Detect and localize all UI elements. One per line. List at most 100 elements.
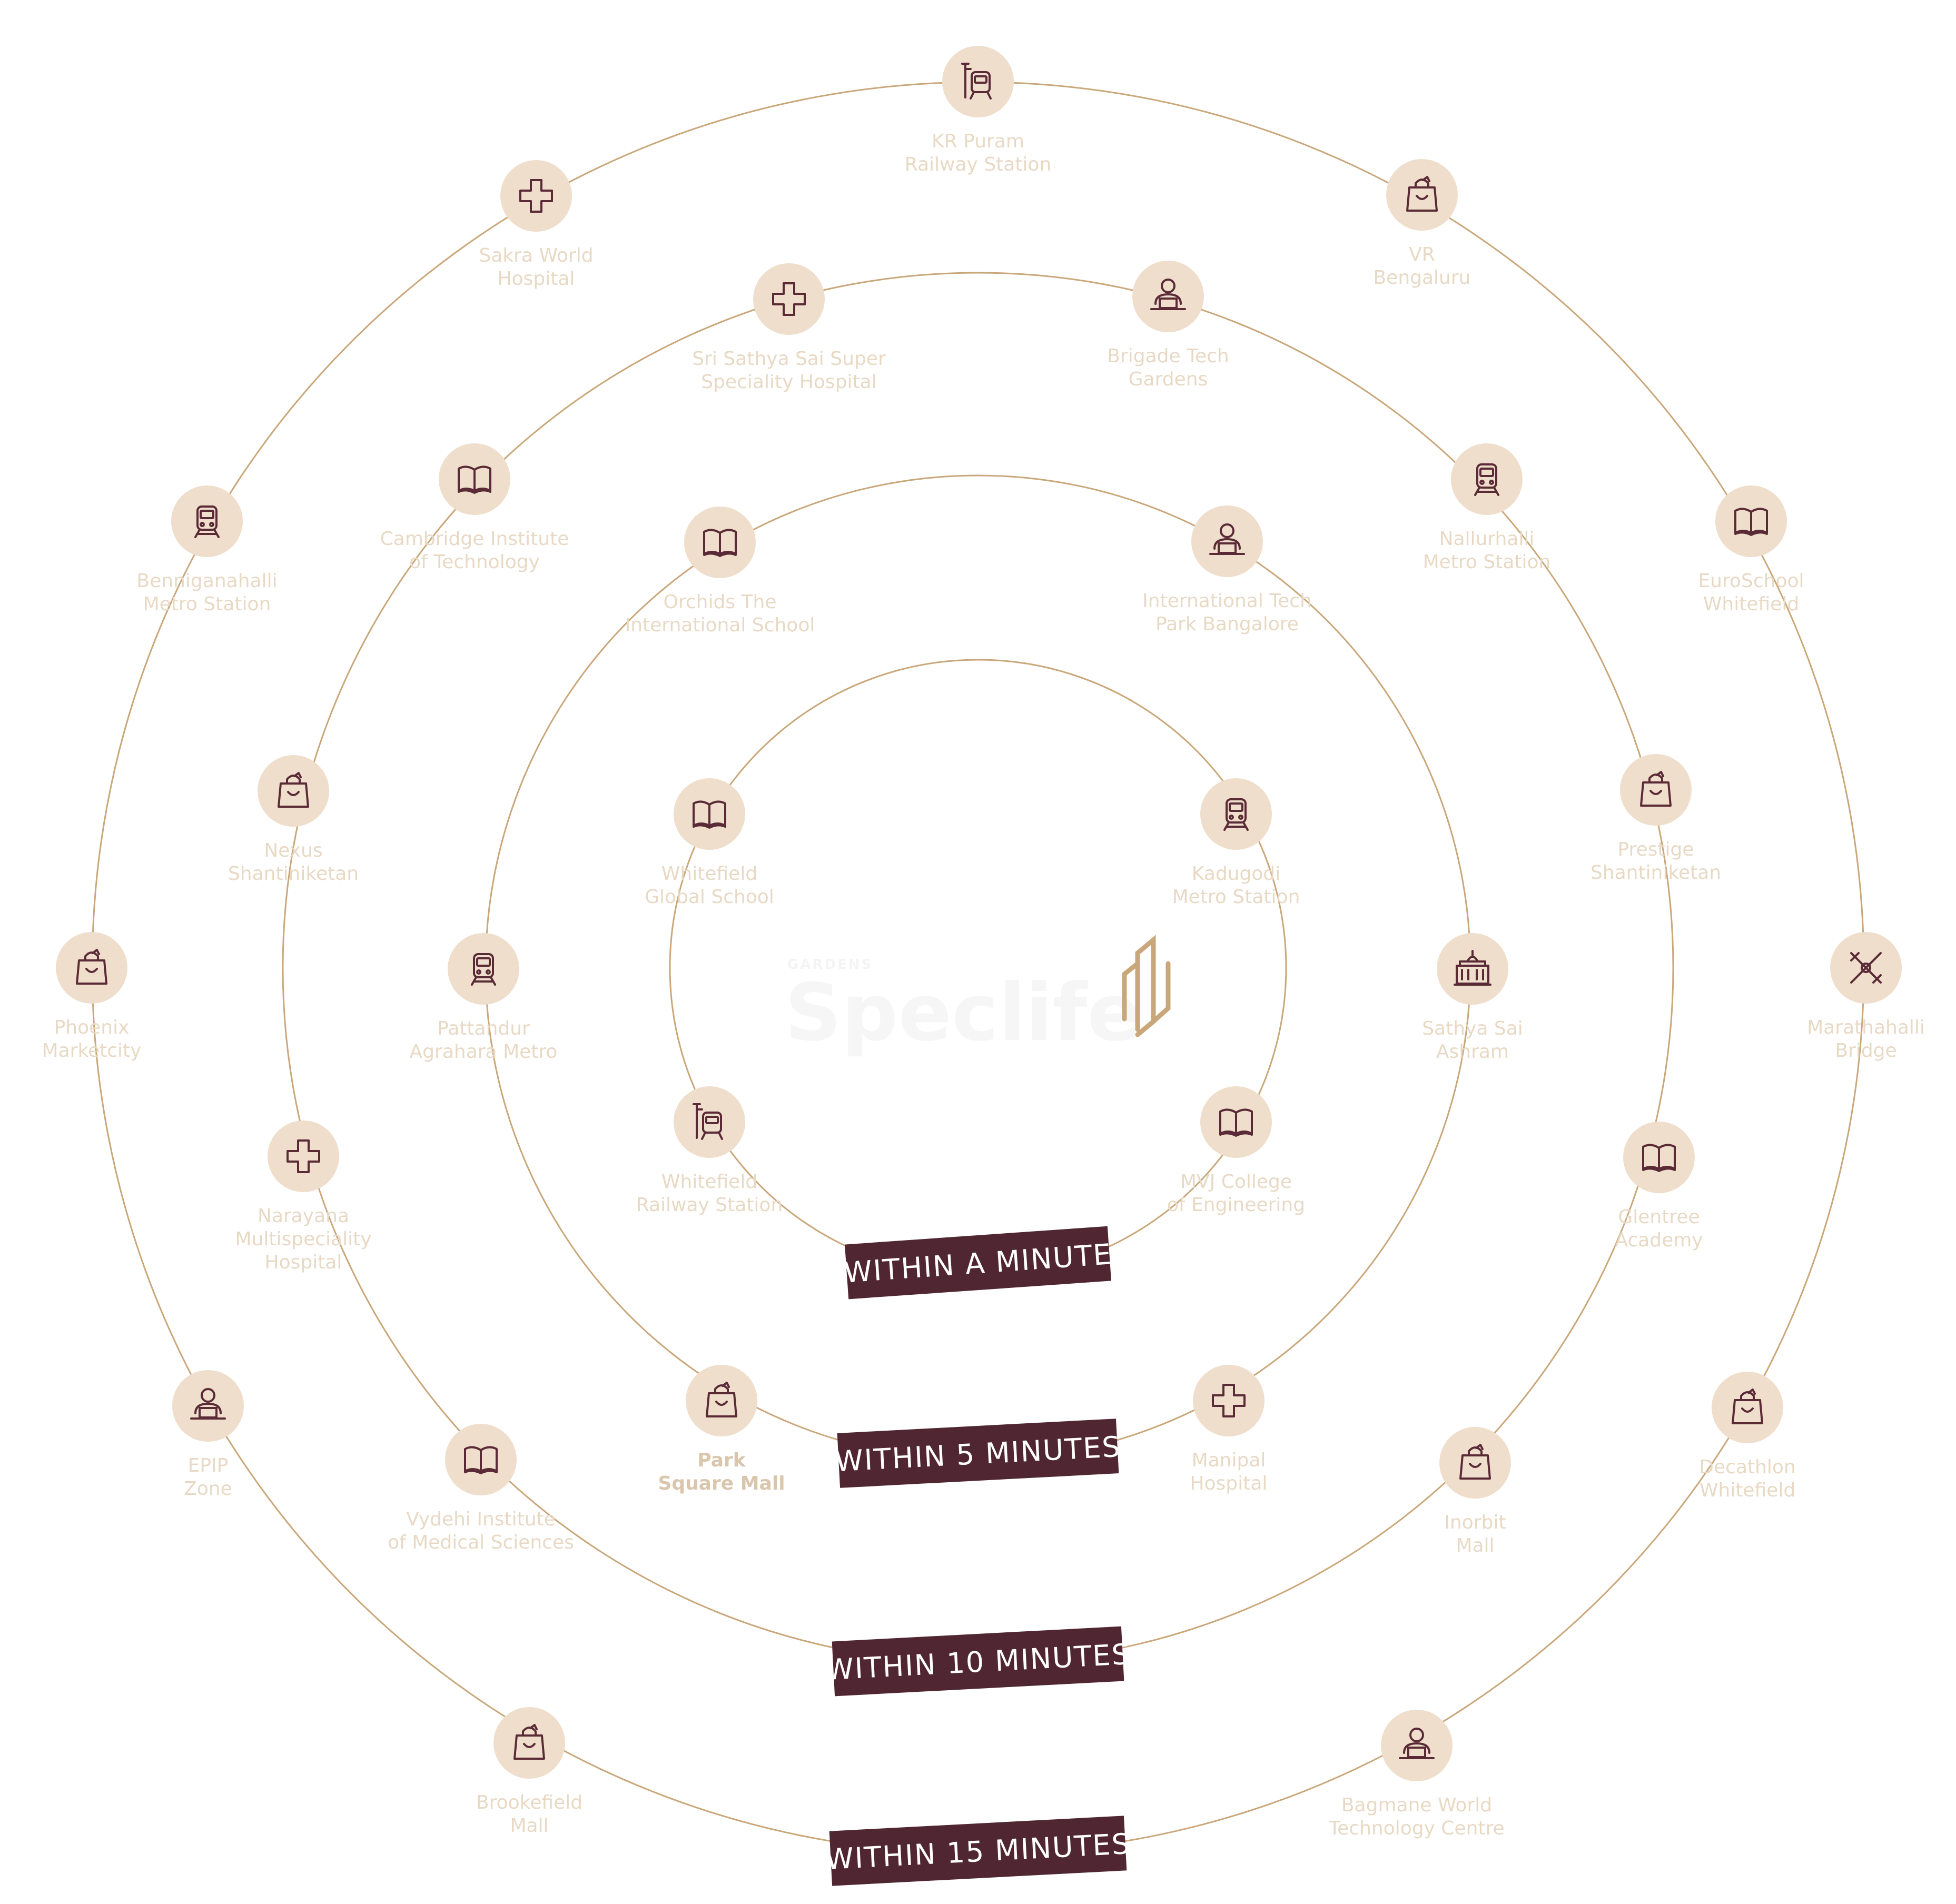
school-icon xyxy=(464,1446,498,1474)
mall-icon xyxy=(706,1382,737,1417)
mall-icon xyxy=(278,772,309,808)
poi-marker xyxy=(1193,1365,1265,1436)
mall-icon xyxy=(76,949,107,985)
poi-marker xyxy=(1132,261,1204,332)
office-icon xyxy=(1150,279,1186,310)
poi-marker xyxy=(56,932,127,1004)
poi-marker xyxy=(1386,159,1458,231)
school-icon xyxy=(693,800,726,829)
metro-icon xyxy=(471,953,496,986)
metro-icon xyxy=(1223,798,1249,831)
hospital-icon xyxy=(287,1139,320,1173)
mall-icon xyxy=(1459,1444,1491,1480)
project-logo: GARDENS Speclife xyxy=(785,935,1171,1059)
office-icon xyxy=(190,1388,226,1420)
ring-label-4: WITHIN 15 MINUTES xyxy=(825,1816,1131,1886)
logo-wordmark: Speclife xyxy=(785,967,1141,1059)
mall-icon xyxy=(1640,771,1672,807)
poi-marker xyxy=(1381,1710,1453,1781)
poi-marker xyxy=(448,933,519,1005)
poi-marker xyxy=(1712,1372,1783,1443)
school-icon xyxy=(1642,1144,1676,1172)
mall-icon xyxy=(1732,1389,1763,1424)
poi-marker xyxy=(500,160,572,232)
school-icon xyxy=(703,529,737,557)
poi-marker xyxy=(753,263,825,335)
poi-marker xyxy=(1200,778,1272,850)
hospital-icon xyxy=(519,179,553,213)
poi-marker xyxy=(686,1365,757,1436)
mall-icon xyxy=(1406,176,1438,212)
metro-icon xyxy=(1474,463,1499,496)
poi-marker xyxy=(171,485,243,557)
poi-marker xyxy=(258,755,329,827)
mall-icon xyxy=(513,1724,545,1760)
office-icon xyxy=(1209,523,1245,555)
logo-building-icon xyxy=(1122,935,1171,1037)
ring-label-banner xyxy=(832,1626,1124,1697)
poi-marker xyxy=(1620,754,1692,826)
railway-icon xyxy=(693,1103,723,1140)
poi-marker xyxy=(1451,443,1523,515)
poi-marker xyxy=(1437,933,1508,1005)
railway-icon xyxy=(961,63,992,100)
logo-small-text: GARDENS xyxy=(787,957,873,973)
school-icon xyxy=(1219,1108,1253,1137)
ring-label-2: WITHIN 5 MINUTES xyxy=(834,1419,1122,1488)
poi-marker xyxy=(172,1370,244,1442)
ashram-icon xyxy=(1454,950,1491,986)
